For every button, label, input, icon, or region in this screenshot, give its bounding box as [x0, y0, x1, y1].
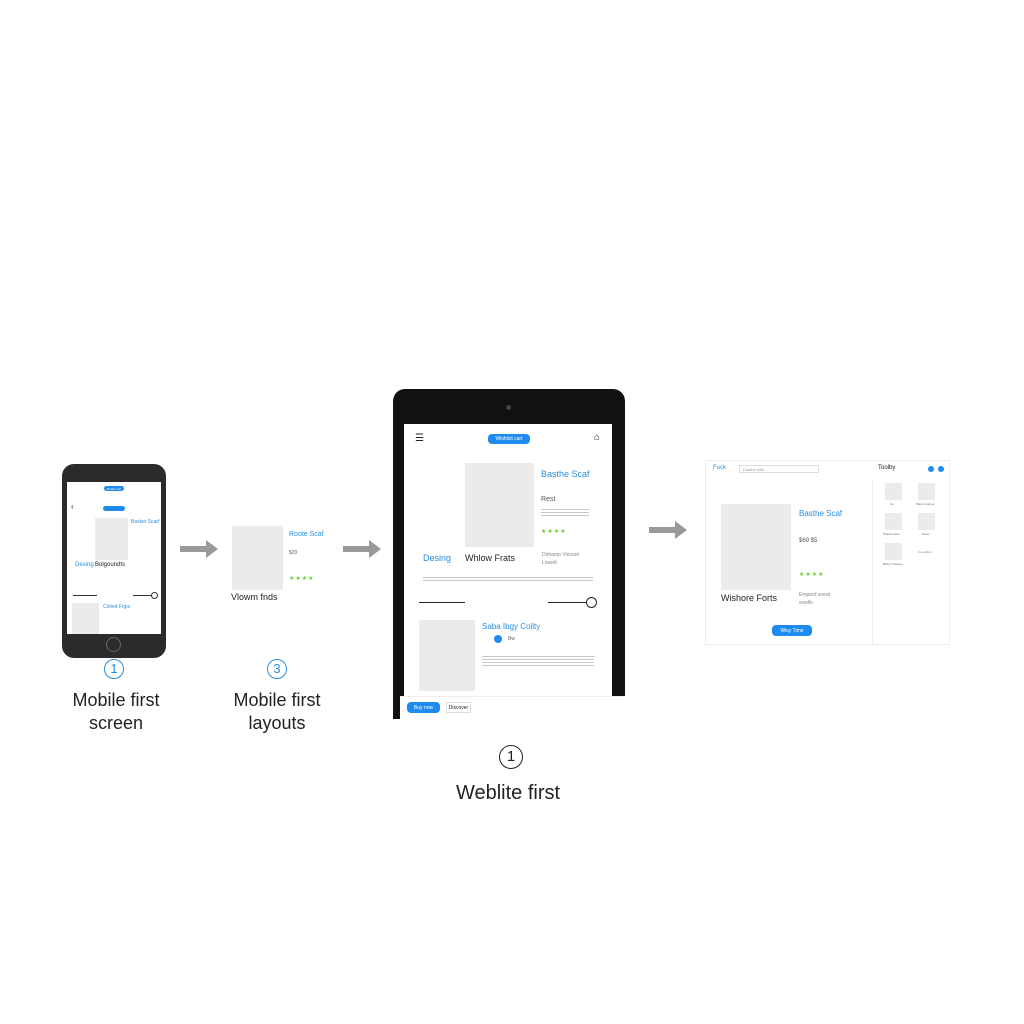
- layout-product-image: [232, 526, 283, 590]
- tablet-price: Rest: [541, 496, 556, 503]
- phone-nav-button[interactable]: [103, 506, 125, 511]
- tablet-heading: Whlow Frats: [465, 553, 516, 563]
- description: [482, 654, 594, 668]
- step-caption: Mobile first layouts: [207, 689, 347, 735]
- divider: [872, 481, 873, 646]
- divider: [419, 602, 465, 603]
- arrow-right-icon: [649, 521, 687, 539]
- desktop-product-image: [721, 504, 791, 590]
- slider-handle[interactable]: [586, 597, 597, 608]
- layout-product-title: Roote Scaf: [289, 531, 324, 538]
- thumbnail[interactable]: [885, 513, 902, 530]
- step-number: 1: [499, 745, 523, 769]
- arrow-right-icon: [343, 540, 381, 558]
- step-number: 1: [104, 659, 124, 679]
- caption-line: Mobile first: [233, 690, 321, 710]
- phone-top-button[interactable]: Mobile cart: [104, 486, 124, 491]
- menu-icon[interactable]: ☰: [415, 433, 424, 444]
- tablet-second-image: [419, 620, 475, 691]
- step-caption: Mobile first screen: [46, 689, 186, 735]
- desktop-sidebar-title: Toolby: [878, 465, 896, 471]
- phone-heading: Bolgoundts: [95, 562, 126, 568]
- phone-product-image: [95, 518, 128, 560]
- tablet-tag: Bw: [508, 636, 515, 642]
- desktop-search-input[interactable]: Dasthe stile: [739, 465, 819, 473]
- phone-mockup: Mobile cart ‹ Basket Scarf Desing Bolgou…: [62, 464, 166, 658]
- desktop-logo: Fuck: [713, 465, 727, 471]
- layout-heading: Vlowm fnds: [231, 592, 278, 602]
- phone-second-image: [72, 603, 99, 634]
- layout-price: $29: [289, 550, 298, 556]
- buy-now-button[interactable]: Buy now: [407, 702, 440, 713]
- thumb-label: Fo: [890, 502, 894, 506]
- description: [423, 575, 593, 583]
- tablet-product-image: [465, 463, 534, 547]
- discover-button[interactable]: Discover: [446, 702, 471, 713]
- tablet-rating: ★★★★: [541, 529, 567, 535]
- caption-line: screen: [88, 713, 144, 733]
- phone-left-label: Desing: [75, 562, 94, 568]
- share-icon[interactable]: [494, 635, 502, 643]
- slider-handle[interactable]: [151, 592, 158, 599]
- desktop-mockup: Fuck Dasthe stile Toolby Basthe Scaf $69…: [705, 460, 950, 646]
- tablet-top-button[interactable]: Wishlist cart: [488, 434, 530, 444]
- thumbnail[interactable]: [918, 513, 935, 530]
- tablet-option[interactable]: Lnwett: [542, 560, 557, 566]
- phone-screen: Mobile cart ‹ Basket Scarf Desing Bolgou…: [67, 482, 161, 634]
- slider[interactable]: [548, 602, 586, 603]
- tablet-left-label: Desing: [423, 553, 452, 563]
- desktop-price: $69 $5: [799, 538, 818, 544]
- camera: [506, 405, 511, 410]
- desktop-product-title: Basthe Scaf: [799, 509, 843, 518]
- arrow-right-icon: [180, 540, 218, 558]
- tablet-option[interactable]: Dirhamp Vinsuet: [542, 552, 579, 558]
- home-button[interactable]: [106, 637, 121, 652]
- desktop-rating: ★★★★: [799, 572, 825, 578]
- thumbnail[interactable]: [885, 483, 902, 500]
- caption-line: layouts: [248, 713, 306, 733]
- desktop-heading: Wishore Forts: [721, 593, 778, 603]
- cart-icon[interactable]: ⌂: [594, 432, 601, 443]
- divider: [73, 595, 97, 596]
- phone-section-title: Cloted Frgis: [103, 604, 130, 610]
- back-icon[interactable]: ‹: [71, 502, 74, 511]
- layout-rating: ★★★★: [289, 576, 315, 582]
- thumb-label: Grow: [922, 532, 930, 536]
- tablet-screen: ☰ Wishlist cart ⌂ Basthe Scaf Rest ★★★★ …: [404, 424, 612, 696]
- tablet-section-title: Saba Ibgy Coilty: [482, 622, 541, 631]
- step-number: 3: [267, 659, 287, 679]
- desktop-option[interactable]: wxello: [799, 600, 813, 606]
- thumb-label: Bishy T Awses: [883, 562, 903, 566]
- menu-icon[interactable]: [938, 466, 944, 472]
- thumb-label: Cocedthet: [918, 550, 932, 554]
- desktop-cta-button[interactable]: Wisy Time: [772, 625, 812, 636]
- slider: [133, 595, 151, 596]
- thumbnail[interactable]: [885, 543, 902, 560]
- description: [541, 507, 589, 518]
- profile-icon[interactable]: [928, 466, 934, 472]
- thumb-label: Plannt carnes: [916, 502, 935, 506]
- tablet-product-title: Basthe Scaf: [541, 469, 590, 479]
- tablet-bottom-bar: Buy now Discover: [400, 696, 625, 719]
- thumbnail[interactable]: [918, 483, 935, 500]
- step-caption: Weblite first: [455, 782, 561, 804]
- thumb-label: Pusam dess: [883, 532, 900, 536]
- tablet-mockup: ☰ Wishlist cart ⌂ Basthe Scaf Rest ★★★★ …: [393, 389, 625, 719]
- caption-line: Mobile first: [72, 690, 160, 710]
- desktop-option[interactable]: Empord sneat: [799, 592, 831, 598]
- phone-product-title: Basket Scarf: [131, 519, 160, 525]
